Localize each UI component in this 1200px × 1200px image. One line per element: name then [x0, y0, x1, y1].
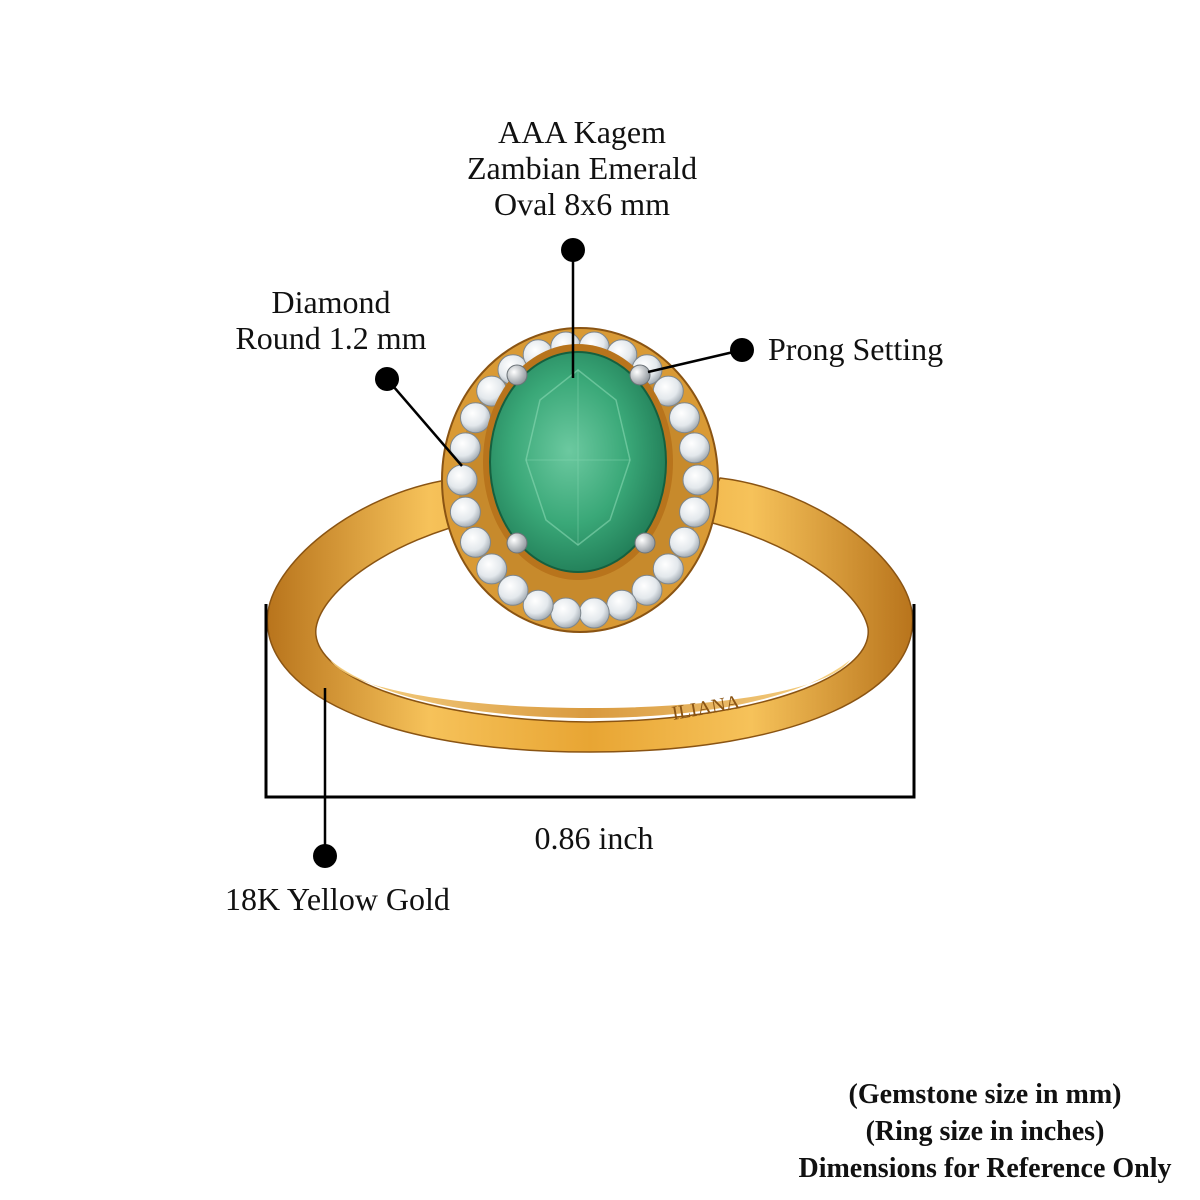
- halo-diamonds: [446, 331, 714, 629]
- halo-diamond: [522, 589, 554, 621]
- width-label: 0.86 inch: [534, 820, 654, 856]
- emerald-label-line-2: Zambian Emerald: [466, 150, 698, 186]
- width-dimension-bracket: [264, 604, 916, 799]
- halo-diamond: [652, 553, 684, 585]
- halo-diamond: [606, 589, 638, 621]
- metal-callout-pointer: [313, 688, 337, 868]
- emerald-label: AAA Kagem Zambian Emerald Oval 8x6 mm: [467, 114, 697, 222]
- note-gemstone-size: (Gemstone size in mm): [848, 1079, 1122, 1110]
- prong-callout-pointer: [647, 338, 754, 374]
- halo-diamond: [679, 496, 711, 528]
- halo-diamond: [669, 402, 700, 434]
- prongs: [506, 364, 656, 554]
- halo-diamond: [476, 553, 508, 585]
- halo-diamond: [460, 526, 491, 558]
- halo-diamond: [446, 464, 478, 496]
- halo-diamond: [550, 597, 582, 629]
- halo-diamond: [679, 432, 711, 464]
- halo-diamond: [669, 526, 700, 558]
- diamond-label-line-1: Diamond: [271, 284, 391, 320]
- center-emerald: [483, 344, 673, 580]
- note-ring-size: (Ring size in inches): [865, 1116, 1105, 1147]
- halo-diamond: [578, 597, 610, 629]
- note-reference-only: Dimensions for Reference Only: [798, 1153, 1172, 1184]
- halo-diamond: [631, 574, 663, 606]
- ring-band: ILIANA: [266, 477, 914, 753]
- halo-diamond: [449, 432, 481, 464]
- diamond-label-line-2: Round 1.2 mm: [235, 320, 427, 356]
- emerald-label-line-3: Oval 8x6 mm: [494, 186, 670, 222]
- halo-diamond: [682, 464, 714, 496]
- reference-notes: (Gemstone size in mm) (Ring size in inch…: [798, 1076, 1171, 1187]
- halo-diamond: [449, 496, 481, 528]
- diamond-label: Diamond Round 1.2 mm: [235, 284, 426, 356]
- halo-diamond: [460, 402, 491, 434]
- metal-label: 18K Yellow Gold: [225, 881, 450, 917]
- prong-label: Prong Setting: [768, 331, 944, 367]
- emerald-callout-pointer: [561, 238, 585, 378]
- diamond-callout-pointer: [375, 367, 463, 467]
- emerald-label-line-1: AAA Kagem: [498, 114, 666, 150]
- halo-diamond: [497, 574, 529, 606]
